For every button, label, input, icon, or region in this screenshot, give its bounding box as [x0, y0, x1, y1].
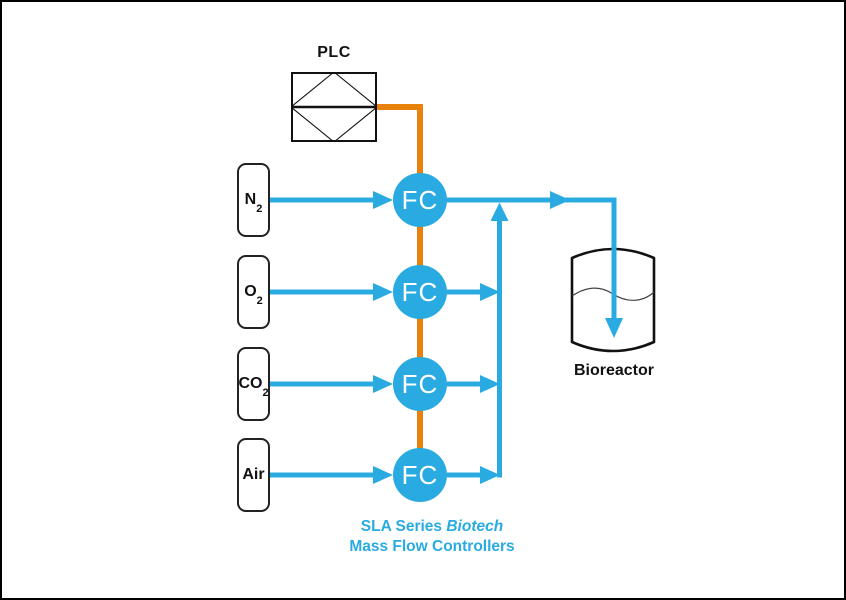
bioreactor-label: Bioreactor	[573, 362, 655, 379]
diagram-caption: SLA Series Biotech Mass Flow Controllers	[312, 517, 552, 557]
fc-label: FC	[401, 276, 439, 307]
gas-flow-lines	[270, 191, 623, 484]
gas-label: O	[244, 283, 257, 300]
flow-controller-1: FC	[393, 173, 447, 227]
flow-controller-4: FC	[393, 448, 447, 502]
fc-label: FC	[401, 459, 439, 490]
fc-label: FC	[401, 368, 439, 399]
caption-line-2: Mass Flow Controllers	[349, 538, 515, 555]
main-outlet-line	[447, 197, 617, 320]
gas-source-air: Air	[237, 438, 270, 512]
plc-label: PLC	[317, 44, 351, 61]
plc-control-line	[377, 104, 423, 475]
plc-symbol	[291, 72, 377, 142]
caption-line-1: SLA Series Biotech	[360, 518, 504, 535]
gas-label: N	[244, 191, 257, 208]
gas-label-subscript: 2	[256, 203, 263, 215]
gas-label-subscript: 2	[262, 387, 269, 399]
flow-controller-2: FC	[393, 265, 447, 319]
gas-label-subscript: 2	[256, 295, 263, 307]
plc-box	[291, 72, 377, 142]
fc-label: FC	[401, 184, 439, 215]
flow-controller-3: FC	[393, 357, 447, 411]
gas-label: CO	[238, 375, 263, 392]
gas-label: Air	[242, 466, 265, 483]
